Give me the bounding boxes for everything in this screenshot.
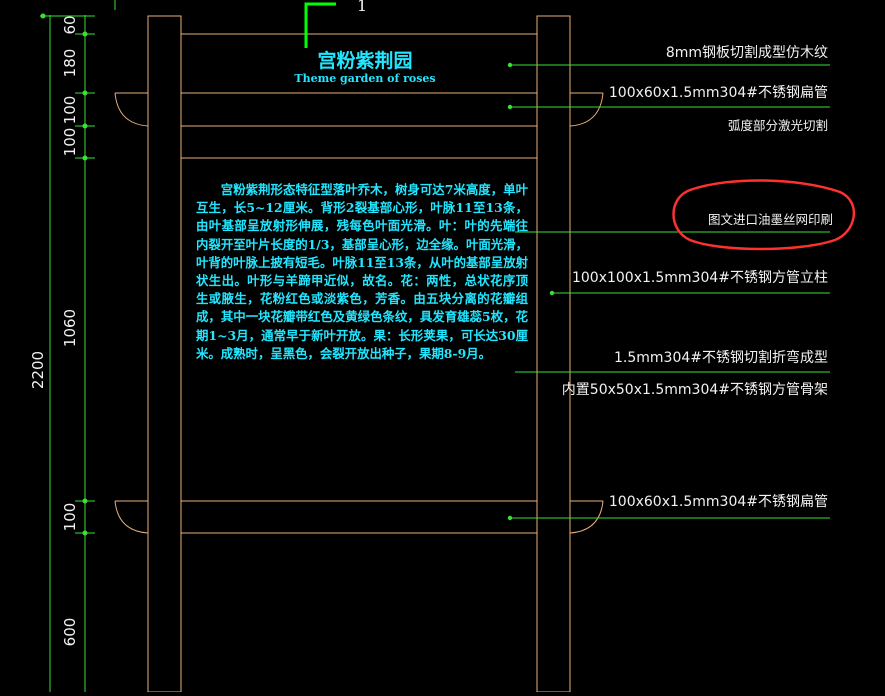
- annotation-arc-laser: 弧度部分激光切割: [727, 118, 828, 133]
- annotation-bottom-flat-tube: 100x60x1.5mm304#不锈钢扁管: [608, 494, 828, 510]
- annotation-folded-plate: 1.5mm304#不锈钢切割折弯成型: [614, 350, 828, 366]
- left-post: [147, 15, 182, 693]
- dimension-total: 2200: [29, 350, 47, 390]
- sign-subtitle: Theme garden of roses: [294, 72, 436, 85]
- annotation-top-flat-tube: 100x60x1.5mm304#不锈钢扁管: [608, 85, 828, 101]
- annotation-square-post: 100x100x1.5mm304#不锈钢方管立柱: [571, 270, 828, 286]
- sign-title: 宫粉紫荆园: [317, 50, 413, 72]
- dimension-segment: 600: [61, 617, 79, 647]
- dimension-segment: 180: [61, 48, 79, 78]
- dimension-ticks: [40, 13, 88, 536]
- dimension-segment: 60: [61, 15, 79, 35]
- section-marker: [304, 2, 336, 48]
- dimension-segment: 100: [61, 95, 79, 125]
- dimension-segment: 1060: [61, 308, 79, 348]
- dimension-segment: 100: [61, 502, 79, 532]
- right-post: [536, 15, 571, 693]
- callout-ellipse: [672, 179, 856, 251]
- leader-dots: [507, 62, 555, 521]
- sign-body-text: 宫粉紫荆形态特征型落叶乔木，树身可达7米高度，单叶互生，长5~12厘米。背形2裂…: [196, 182, 528, 361]
- section-mark-label: 1: [357, 0, 367, 15]
- annotation-wood-grain: 8mm钢板切割成型仿木纹: [665, 45, 828, 61]
- annotation-inner-frame: 内置50x50x1.5mm304#不锈钢方管骨架: [561, 382, 828, 398]
- annotation-ink-print: 图文进口油墨丝网印刷: [708, 212, 834, 227]
- leader-lines: [510, 64, 830, 519]
- dimension-segment: 100: [61, 127, 79, 157]
